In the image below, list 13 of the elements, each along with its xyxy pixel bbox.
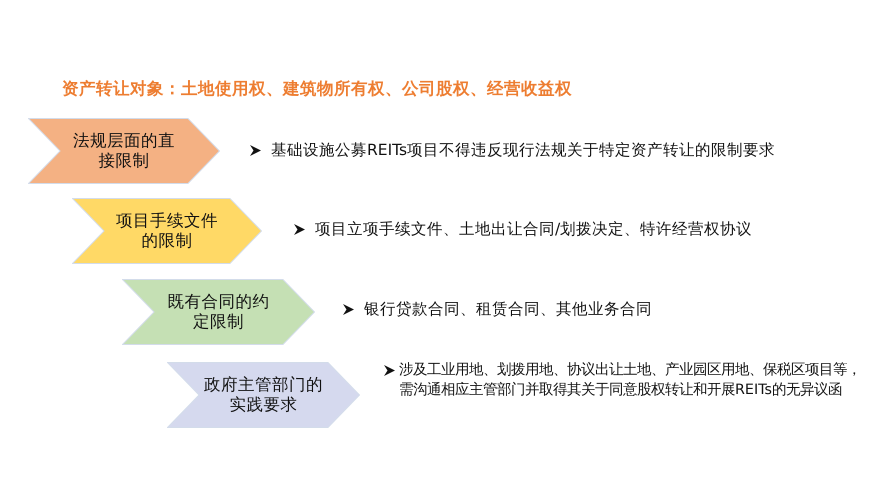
chevron-shape bbox=[167, 362, 360, 428]
bullet-text: 基础设施公募REITs项目不得违反现行法规关于特定资产转让的限制要求 bbox=[271, 140, 776, 161]
chevron-shape bbox=[122, 279, 315, 345]
chevron-label: 政府主管部门的实践要求 bbox=[203, 375, 324, 415]
bullet-text: 银行贷款合同、租赁合同、其他业务合同 bbox=[364, 299, 652, 320]
chevron-shape bbox=[72, 198, 262, 264]
chevron-label: 既有合同的约定限制 bbox=[166, 292, 270, 332]
bullet-text: 项目立项手续文件、土地出让合同/划拨决定、特许经营权协议 bbox=[315, 219, 752, 240]
chevron-shape bbox=[28, 118, 220, 184]
title: 资产转让对象：土地使用权、建筑物所有权、公司股权、经营收益权 bbox=[62, 78, 572, 98]
chevron-label: 项目手续文件的限制 bbox=[115, 211, 219, 251]
bullet-text: 涉及工业用地、划拨用地、协议出让土地、产业园区用地、保税区项目等，需沟通相应主管部门并取得其关于同意股权转让和开展REITs的无异议函 bbox=[399, 361, 861, 400]
chevron-label: 法规层面的直接限制 bbox=[72, 131, 176, 171]
